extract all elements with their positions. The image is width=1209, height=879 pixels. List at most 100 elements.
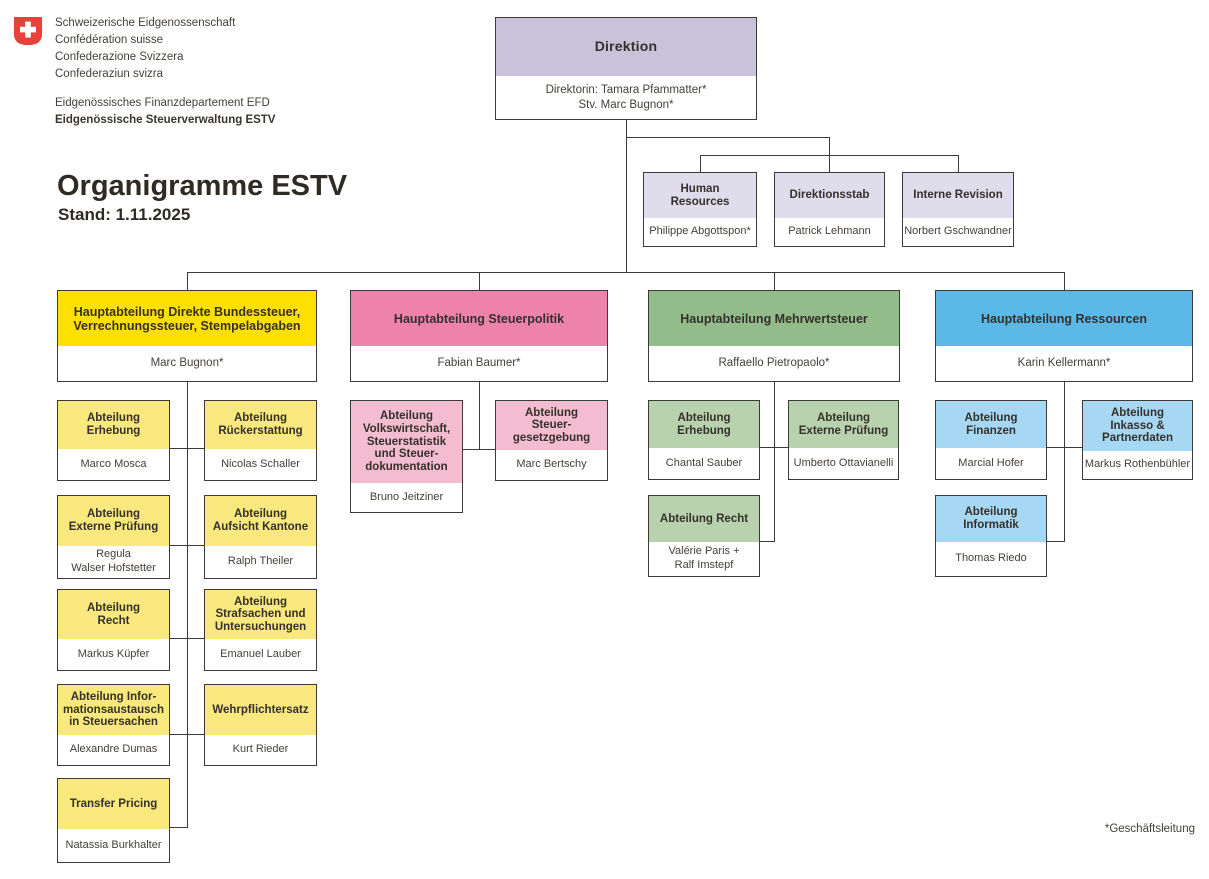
box-title: Hauptabteilung Steuerpolitik (351, 291, 607, 346)
box-abteilung-erhebung-mwst: Abteilung Erhebung Chantal Sauber (648, 400, 760, 480)
box-abteilung-externe-pruefung-dvs: Abteilung Externe Prüfung Regula Walser … (57, 495, 170, 579)
box-abteilung-recht-mwst: Abteilung Recht Valérie Paris + Ralf Ims… (648, 495, 760, 577)
box-names: Direktorin: Tamara Pfammatter* Stv. Marc… (545, 84, 707, 111)
page-title: Organigramme ESTV (57, 170, 348, 202)
box-name: Marcial Hofer (958, 456, 1024, 469)
box-title: Abteilung Infor- mationsaustausch in Ste… (58, 685, 169, 735)
confederation-names: Schweizerische Eidgenossenschaft Confédé… (55, 17, 236, 80)
box-name: Marco Mosca (80, 457, 147, 470)
box-name: Umberto Ottavianelli (793, 456, 894, 469)
connector-line (626, 137, 829, 138)
box-name: Alexandre Dumas (69, 743, 158, 756)
box-title: Abteilung Erhebung (649, 401, 759, 448)
box-abteilung-informatik: Abteilung Informatik Thomas Riedo (935, 495, 1047, 577)
box-title: Direktion (496, 18, 756, 76)
box-direktion: Direktion Direktorin: Tamara Pfammatter*… (495, 17, 757, 120)
box-hauptabteilung-mehrwertsteuer: Hauptabteilung Mehrwertsteuer Raffaello … (648, 290, 900, 382)
box-title: Abteilung Steuer- gesetzgebung (496, 401, 607, 450)
box-title: Abteilung Informatik (936, 496, 1046, 542)
connector-line (187, 382, 188, 827)
box-hauptabteilung-dvs: Hauptabteilung Direkte Bundessteuer, Ver… (57, 290, 317, 382)
connector-line (700, 155, 701, 172)
box-abteilung-recht-dvs: Abteilung Recht Markus Küpfer (57, 589, 170, 671)
box-name: Chantal Sauber (665, 456, 743, 469)
swiss-cross-logo-icon (13, 16, 43, 51)
connector-line (1047, 447, 1082, 448)
box-title: Abteilung Finanzen (936, 401, 1046, 448)
box-wehrpflichtersatz: Wehrpflichtersatz Kurt Rieder (204, 684, 317, 766)
box-title: Hauptabteilung Ressourcen (936, 291, 1192, 346)
connector-line (626, 120, 627, 272)
box-title: Interne Revision (903, 173, 1013, 218)
connector-line (760, 447, 788, 448)
box-title: Abteilung Aufsicht Kantone (205, 496, 316, 546)
department-block: Eidgenössisches Finanzdepartement EFD Ei… (55, 95, 275, 129)
box-name: Karin Kellermann* (1017, 357, 1111, 370)
connector-line (1064, 382, 1065, 541)
box-name: Natassia Burkhalter (65, 838, 162, 851)
box-abteilung-finanzen: Abteilung Finanzen Marcial Hofer (935, 400, 1047, 480)
connector-line (170, 827, 188, 828)
connector-line (1047, 541, 1065, 542)
connector-line (187, 272, 1064, 273)
box-title: Wehrpflichtersatz (205, 685, 316, 735)
box-abteilung-erhebung-dvs: Abteilung Erhebung Marco Mosca (57, 400, 170, 481)
connector-line (774, 382, 775, 541)
connector-line (187, 272, 188, 290)
box-abteilung-externe-pruefung-mwst: Abteilung Externe Prüfung Umberto Ottavi… (788, 400, 899, 480)
office-name: Eidgenössische Steuerverwaltung ESTV (55, 114, 276, 126)
box-interne-revision: Interne Revision Norbert Gschwandner (902, 172, 1014, 247)
box-title: Direktionsstab (775, 173, 884, 218)
box-abteilung-volkswirtschaft: Abteilung Volkswirtschaft, Steuerstatist… (350, 400, 463, 513)
box-name: Regula Walser Hofstetter (71, 548, 156, 574)
box-name: Bruno Jeitziner (369, 490, 444, 503)
box-name: Thomas Riedo (955, 552, 1027, 565)
department-name: Eidgenössisches Finanzdepartement EFD (55, 97, 270, 109)
box-name: Emanuel Lauber (220, 647, 301, 660)
box-name: Marc Bertschy (516, 458, 587, 471)
box-title: Abteilung Volkswirtschaft, Steuerstatist… (351, 401, 462, 483)
connector-line (170, 545, 204, 546)
box-abteilung-inkasso-partnerdaten: Abteilung Inkasso & Partnerdaten Markus … (1082, 400, 1193, 480)
box-title: Abteilung Recht (649, 496, 759, 542)
box-abteilung-rueckerstattung: Abteilung Rückerstattung Nicolas Schalle… (204, 400, 317, 481)
box-name: Fabian Baumer* (437, 357, 521, 370)
box-name: Nicolas Schaller (221, 457, 300, 470)
box-title: Transfer Pricing (58, 779, 169, 829)
box-name: Marc Bugnon* (150, 357, 224, 370)
connector-line (170, 638, 204, 639)
connector-line (760, 541, 775, 542)
box-title: Abteilung Erhebung (58, 401, 169, 449)
box-title: Abteilung Externe Prüfung (789, 401, 898, 448)
box-direktionsstab: Direktionsstab Patrick Lehmann (774, 172, 885, 247)
connector-line (958, 155, 959, 172)
box-title: Abteilung Externe Prüfung (58, 496, 169, 546)
box-abteilung-strafsachen: Abteilung Strafsachen und Untersuchungen… (204, 589, 317, 671)
connector-line (1064, 272, 1065, 290)
box-title: Abteilung Recht (58, 590, 169, 639)
box-name: Ralph Theiler (227, 555, 294, 568)
connector-line (463, 449, 495, 450)
box-name: Philippe Abgottspon* (649, 225, 751, 238)
connector-line (170, 448, 204, 449)
box-human-resources: Human Resources Philippe Abgottspon* (643, 172, 757, 247)
box-title: Abteilung Inkasso & Partnerdaten (1083, 401, 1192, 451)
connector-line (829, 137, 830, 172)
box-hauptabteilung-steuerpolitik: Hauptabteilung Steuerpolitik Fabian Baum… (350, 290, 608, 382)
box-title: Abteilung Strafsachen und Untersuchungen (205, 590, 316, 639)
box-abteilung-informationsaustausch: Abteilung Infor- mationsaustausch in Ste… (57, 684, 170, 766)
box-name: Valérie Paris + Ralf Imstepf (668, 545, 740, 571)
connector-line (700, 155, 958, 156)
box-title: Abteilung Rückerstattung (205, 401, 316, 449)
box-title: Human Resources (644, 173, 756, 218)
box-abteilung-aufsicht-kantone: Abteilung Aufsicht Kantone Ralph Theiler (204, 495, 317, 579)
status-date: Stand: 1.11.2025 (58, 205, 191, 224)
box-name: Markus Küpfer (77, 647, 150, 660)
connector-line (479, 272, 480, 290)
box-name: Norbert Gschwandner (904, 225, 1012, 238)
footnote-geschaeftsleitung: *Geschäftsleitung (1104, 823, 1195, 835)
connector-line (774, 272, 775, 290)
connector-line (479, 382, 480, 449)
box-title: Hauptabteilung Mehrwertsteuer (649, 291, 899, 346)
